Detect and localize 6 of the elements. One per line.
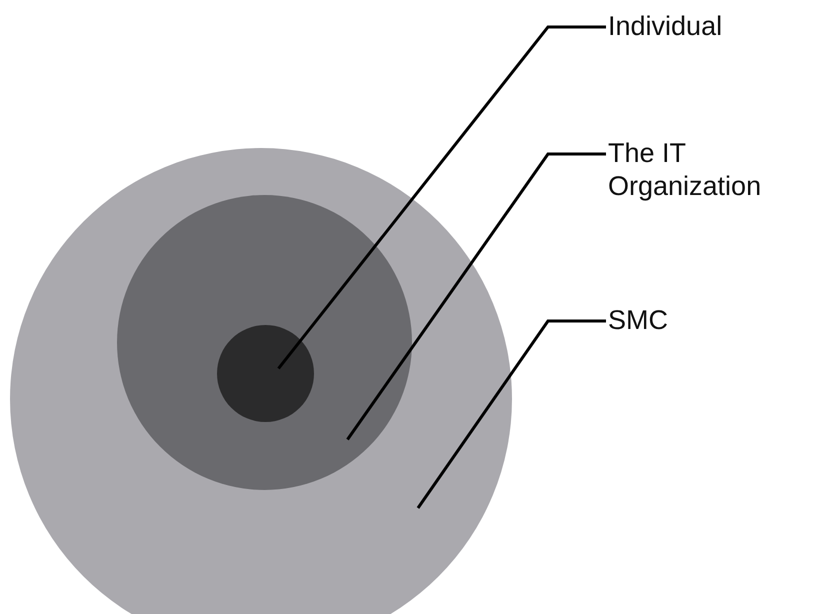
leader-line: [416, 320, 606, 509]
callout-label: SMC: [608, 304, 808, 337]
callout-label: The IT Organization: [608, 137, 798, 203]
leader-line: [346, 152, 606, 440]
callout-label: Individual: [608, 10, 808, 43]
leader-line: [277, 26, 606, 370]
